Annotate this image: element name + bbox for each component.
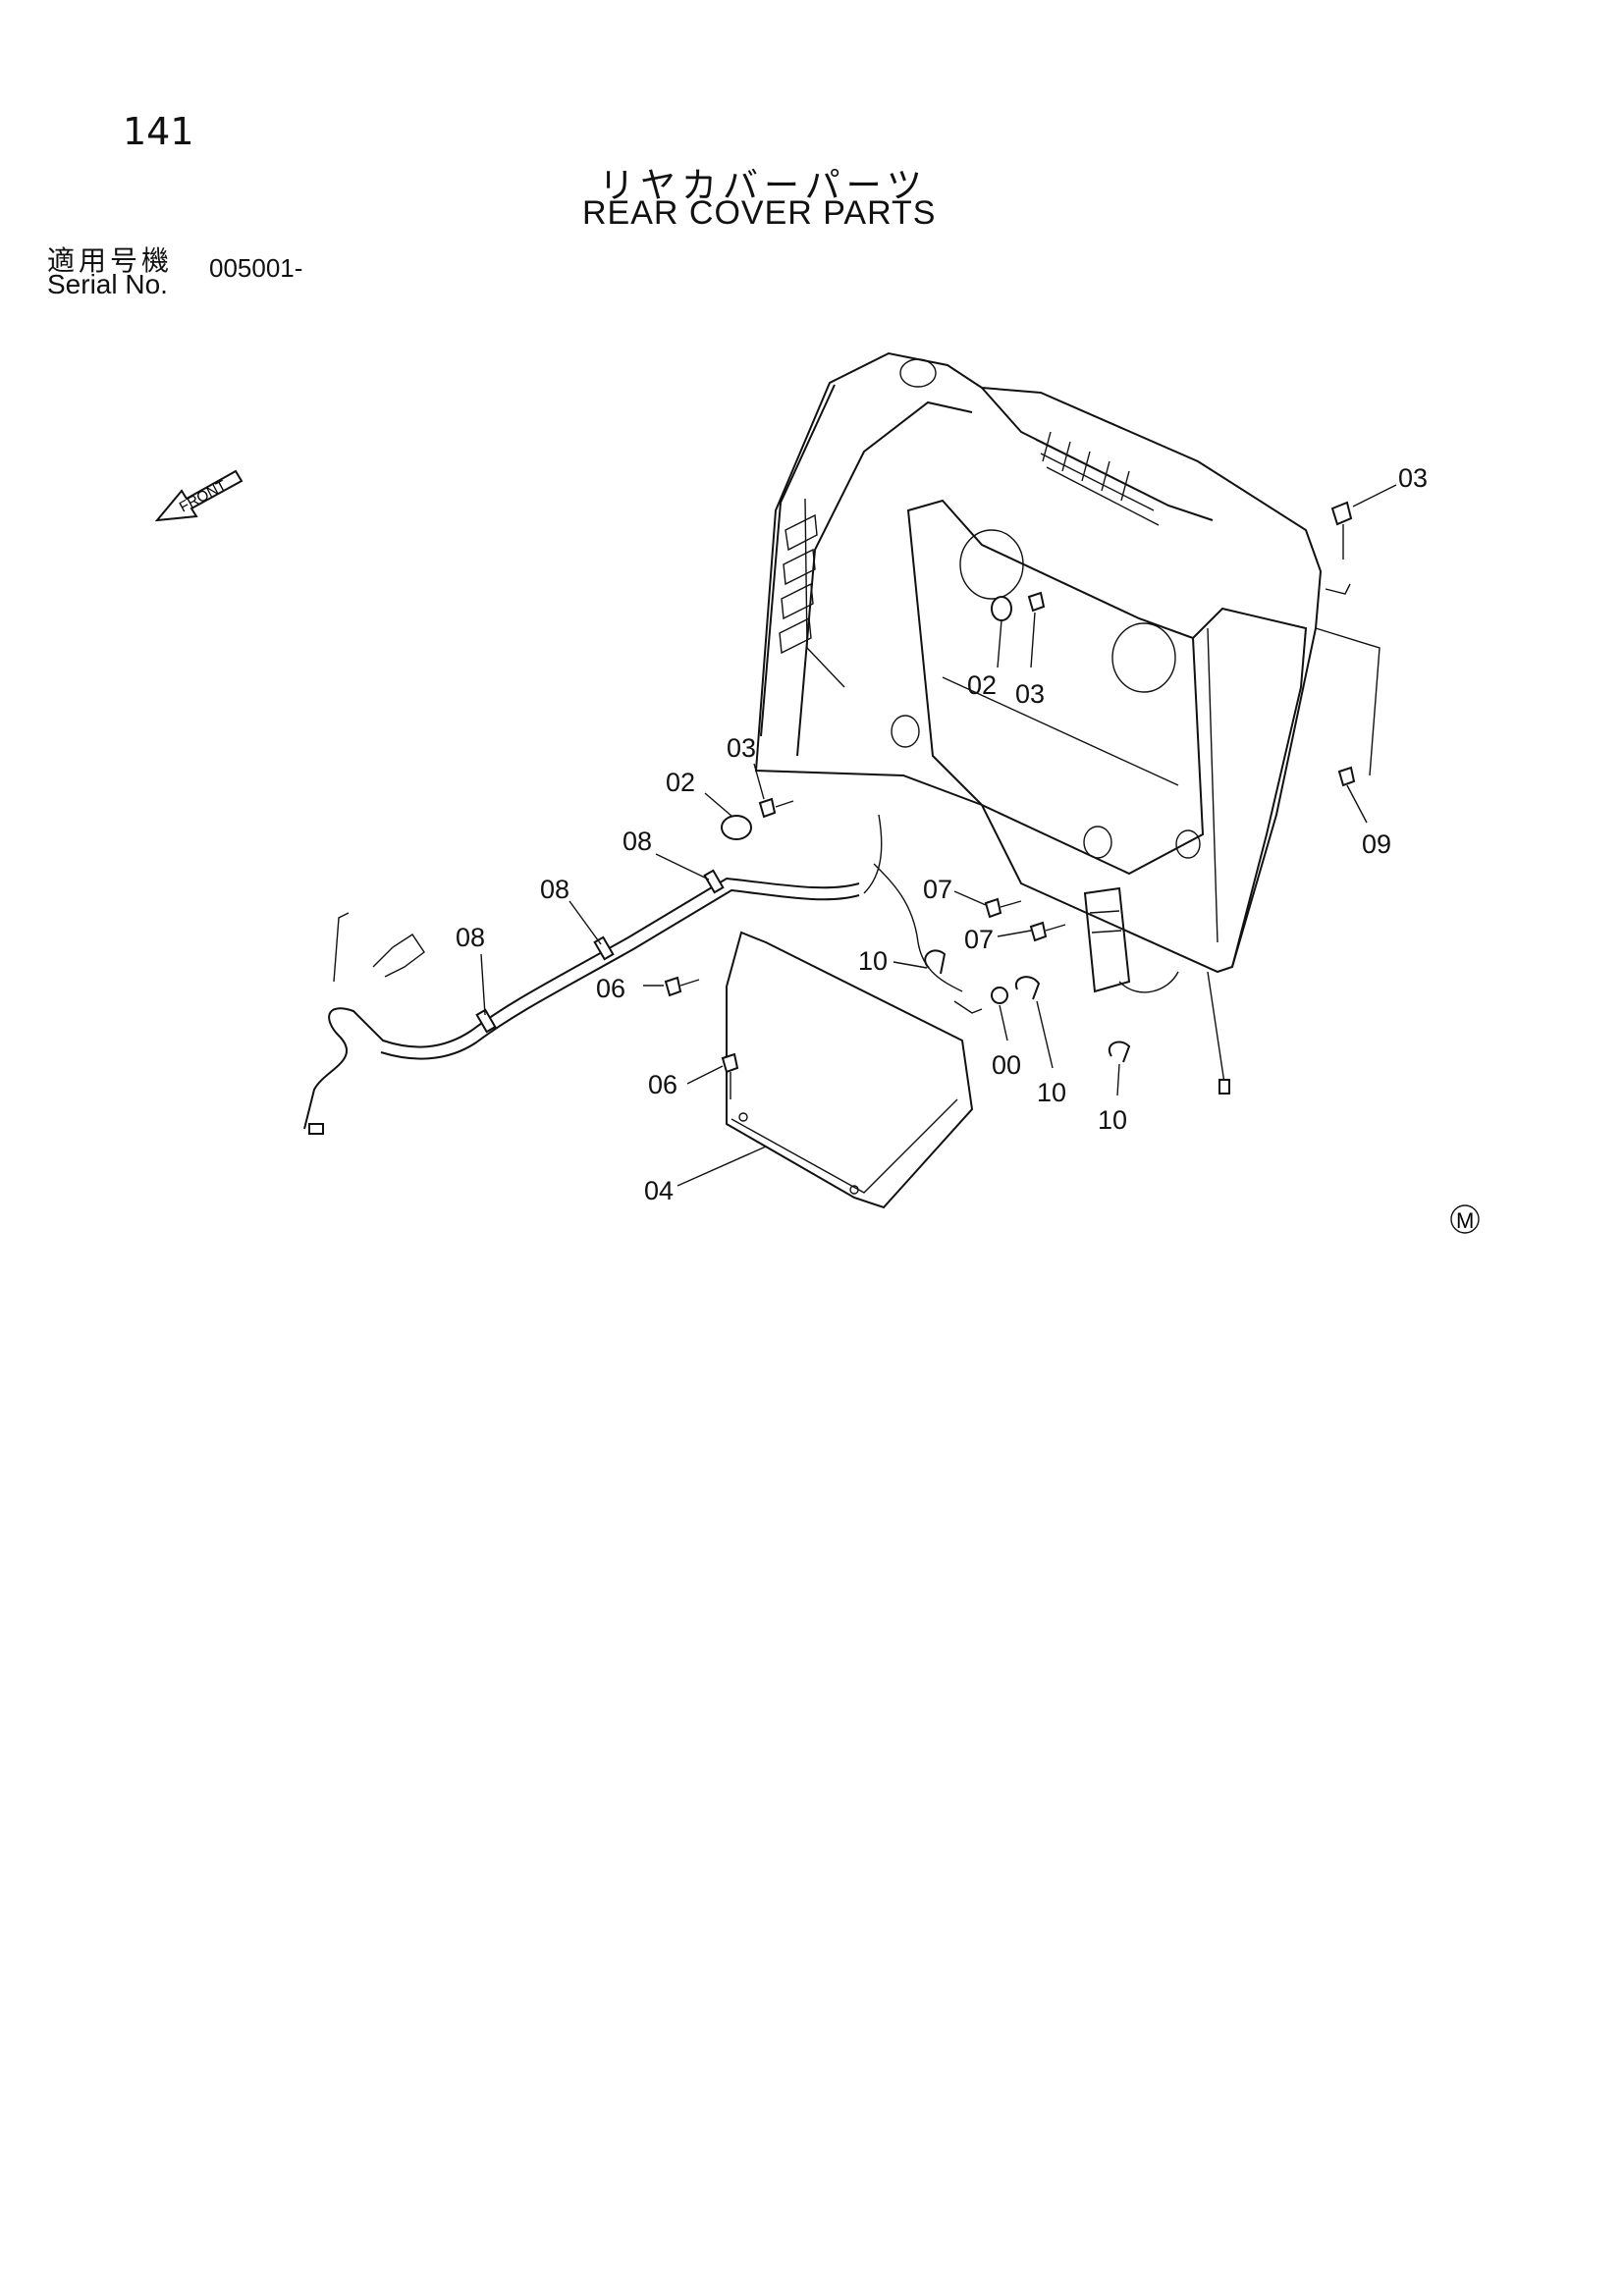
wire-harness xyxy=(303,814,1230,1135)
callout-label: 02 xyxy=(967,670,997,700)
page-title-jp: リヤカバーパーツ xyxy=(599,166,928,206)
page-title: REAR COVER PARTS xyxy=(582,194,937,232)
callout-label: 03 xyxy=(1398,463,1428,493)
callout-label: 08 xyxy=(540,875,569,904)
page-number: 141 xyxy=(123,110,194,153)
callout-label: 02 xyxy=(666,768,695,797)
callout-label: 10 xyxy=(858,946,888,976)
callout-label: 03 xyxy=(1015,679,1045,709)
serial-label: Serial No. xyxy=(47,269,168,299)
serial-label-jp: 適用号機 xyxy=(47,244,174,277)
front-arrow-label: FRONT xyxy=(177,477,230,515)
callout-label: 06 xyxy=(648,1070,677,1099)
hardware-parts xyxy=(664,501,1356,1099)
callout-label: 06 xyxy=(596,974,625,1003)
leader-lines xyxy=(480,484,1397,1187)
serial-value: 005001- xyxy=(209,253,303,283)
callout-label: 03 xyxy=(727,733,756,763)
callouts: 03 02 03 03 02 08 08 08 07 07 10 06 06 0… xyxy=(456,463,1428,1205)
under-cover xyxy=(726,931,974,1209)
callout-label: 10 xyxy=(1037,1078,1066,1107)
callout-label: 04 xyxy=(644,1176,674,1205)
m-mark-icon: M xyxy=(1450,1204,1480,1234)
callout-label: 10 xyxy=(1098,1105,1127,1135)
callout-label: 08 xyxy=(623,827,652,856)
callout-label: 07 xyxy=(923,875,952,904)
m-mark-label: M xyxy=(1456,1208,1474,1233)
connector-box xyxy=(1083,886,1131,993)
callout-label: 09 xyxy=(1362,829,1391,859)
callout-label: 00 xyxy=(992,1050,1021,1080)
callout-label: 08 xyxy=(456,923,485,952)
rear-cover xyxy=(754,351,1380,974)
callout-label: 07 xyxy=(964,925,994,954)
front-arrow-icon: FRONT xyxy=(154,469,244,522)
